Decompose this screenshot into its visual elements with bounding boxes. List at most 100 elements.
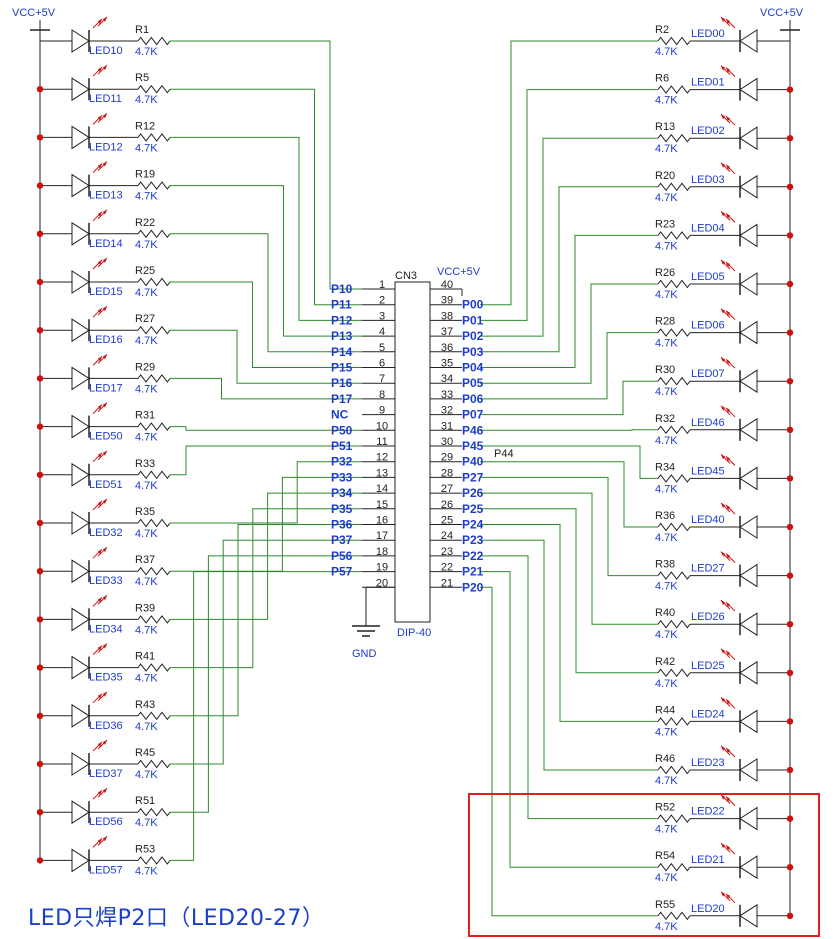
led-left-12-arrowhead-1	[103, 595, 107, 601]
vcc-right-junction	[786, 86, 794, 93]
trace-left-4	[170, 233, 362, 353]
led-right-17-arrowhead-0	[726, 845, 730, 851]
resistor-value-label: 4.7K	[135, 46, 158, 58]
resistor-ref-label: R41	[135, 651, 155, 663]
led-right-15-triangle	[739, 758, 758, 782]
trace-left-16	[170, 555, 362, 813]
resistor-right-12	[657, 619, 691, 629]
cn3-net-label: P25	[462, 502, 484, 516]
resistor-ref-label: R43	[135, 699, 155, 711]
cn3-net-label: P40	[462, 455, 484, 469]
led-ref-label: LED25	[691, 660, 725, 672]
resistor-ref-label: R33	[135, 458, 155, 470]
led-left-13-arrowhead-1	[103, 643, 107, 649]
resistor-value-label: 4.7K	[655, 46, 678, 58]
led-right-9-arrowhead-0	[726, 456, 730, 462]
led-left-4-triangle	[71, 221, 90, 246]
vcc-left-junction	[36, 471, 44, 478]
led-ref-label: LED51	[89, 479, 123, 491]
led-right-14-arrowhead-0	[726, 699, 730, 705]
vcc-right-junction	[786, 475, 794, 482]
cn3-pin-number: 40	[441, 279, 453, 291]
led-left-8-triangle	[71, 414, 90, 439]
cn3-net-label: P34	[331, 486, 353, 500]
led-right-6-arrowhead-0	[726, 310, 730, 316]
resistor-right-3	[657, 182, 691, 192]
resistor-ref-label: R31	[135, 410, 155, 422]
vcc-left-junction	[36, 423, 44, 430]
led-right-6-triangle	[739, 320, 758, 345]
trace-left-7	[170, 377, 362, 400]
led-ref-label: LED10	[89, 45, 123, 57]
cn3-ref-label: CN3	[395, 270, 417, 282]
led-ref-label: LED45	[691, 465, 725, 477]
vcc-right-junction	[786, 669, 794, 676]
led-left-16-arrowhead-0	[98, 790, 102, 796]
trace-left-10	[170, 461, 362, 524]
led-ref-label: LED36	[89, 720, 123, 732]
led-ref-label: LED02	[691, 125, 725, 137]
resistor-ref-label: R5	[135, 72, 149, 84]
resistor-ref-label: R30	[655, 364, 675, 376]
resistor-ref-label: R46	[655, 753, 675, 765]
led-left-6-arrowhead-0	[98, 308, 102, 314]
led-right-1-arrowhead-1	[721, 65, 725, 71]
wire-layer	[170, 40, 658, 917]
led-left-3-arrowhead-1	[103, 161, 107, 167]
cn3-pin-number: 10	[376, 420, 388, 432]
resistor-ref-label: R32	[655, 413, 675, 425]
led-left-9-arrowhead-1	[103, 450, 107, 456]
trace-left-3	[170, 185, 362, 337]
resistor-ref-label: R23	[655, 218, 675, 230]
cn3-net-label: P35	[331, 502, 353, 516]
resistor-left-15	[137, 759, 171, 769]
led-left-7-arrowhead-0	[98, 356, 102, 362]
cn3-net-label: P26	[462, 486, 484, 500]
led-left-15-arrowhead-1	[103, 740, 107, 745]
cn3-pin-number: 32	[441, 405, 453, 417]
led-right-3-arrowhead-0	[726, 164, 730, 170]
trace-right-9	[480, 445, 658, 479]
led-ref-label: LED03	[691, 174, 725, 186]
led-left-5-arrowhead-0	[98, 260, 102, 265]
led-ref-label: LED46	[691, 417, 725, 429]
led-right-5-triangle	[739, 272, 758, 296]
led-left-4-arrowhead-1	[103, 209, 107, 215]
resistor-value-label: 4.7K	[135, 480, 158, 492]
cn3-pin-number: 7	[379, 373, 385, 385]
led-right-4-arrowhead-1	[721, 211, 725, 217]
trace-left-15	[170, 539, 362, 765]
resistor-ref-label: R1	[135, 24, 149, 36]
resistor-value-label: 4.7K	[135, 576, 158, 588]
resistor-value-label: 4.7K	[135, 287, 158, 299]
cn3-net-label: P12	[331, 313, 353, 327]
cn3-net-label: P57	[331, 565, 353, 579]
vcc-right-junction	[786, 572, 794, 579]
resistor-left-0	[137, 36, 171, 46]
led-right-9-arrowhead-1	[721, 454, 725, 460]
cn3-p44-label: P44	[494, 448, 514, 460]
resistor-ref-label: R38	[655, 559, 675, 571]
led-right-14-triangle	[739, 709, 758, 734]
led-right-14-arrowhead-1	[721, 697, 725, 703]
led-ref-label: LED12	[89, 141, 123, 153]
trace-left-14	[170, 524, 362, 717]
resistor-ref-label: R52	[655, 802, 675, 814]
resistor-right-1	[657, 85, 691, 94]
led-ref-label: LED27	[691, 563, 725, 575]
trace-left-8	[170, 426, 362, 431]
resistor-value-label: 4.7K	[135, 383, 158, 395]
resistor-ref-label: R25	[135, 265, 155, 277]
resistor-right-7	[657, 376, 691, 386]
led-ref-label: LED07	[691, 368, 725, 380]
resistor-ref-label: R53	[135, 843, 155, 855]
led-ref-label: LED11	[89, 93, 122, 105]
cn3-net-label: P32	[331, 455, 353, 469]
cn3-net-label: P04	[462, 361, 484, 375]
led-right-12-arrowhead-1	[721, 600, 725, 606]
led-ref-label: LED05	[691, 271, 725, 283]
cn3-net-label: P45	[462, 439, 484, 453]
vcc-right-junction	[786, 426, 794, 433]
cn3-pin-number: 4	[379, 326, 385, 338]
led-ref-label: LED50	[89, 431, 123, 443]
